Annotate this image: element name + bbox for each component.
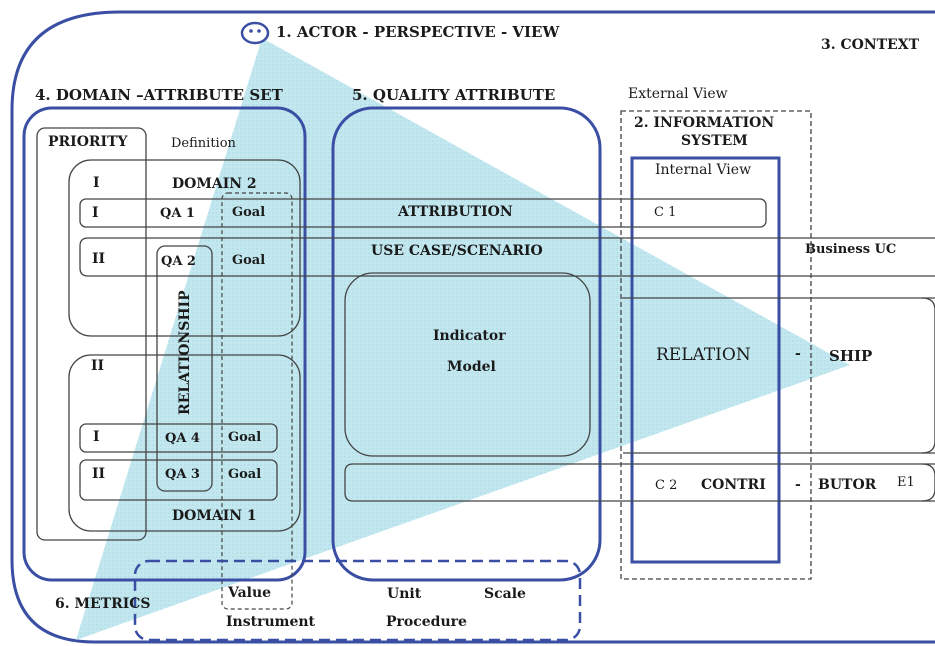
relation-row-end xyxy=(921,297,935,454)
priority-label: PRIORITY xyxy=(46,134,130,150)
qa4-goal: Goal xyxy=(228,430,262,445)
metrics-title: 6. METRICS xyxy=(55,596,151,612)
domain-attribute-set-title: 4. DOMAIN –ATTRIBUTE SET xyxy=(35,86,283,104)
qa3-label: QA 3 xyxy=(165,467,200,482)
contributor-dash: - xyxy=(795,477,801,493)
information-system-title-line2: SYSTEM xyxy=(681,133,748,149)
instrument-label: Instrument xyxy=(226,614,315,630)
domain2-title: DOMAIN 2 xyxy=(172,176,257,192)
qa4-priority: I xyxy=(93,429,100,445)
use-case-row xyxy=(79,237,935,277)
attribution-label: ATTRIBUTION xyxy=(398,204,513,220)
relation-row xyxy=(622,297,935,454)
contributor-row-end xyxy=(921,463,935,502)
unit-label: Unit xyxy=(387,586,422,602)
domain1-title: DOMAIN 1 xyxy=(172,508,257,524)
value-label: Value xyxy=(228,585,272,601)
priority-box xyxy=(36,127,147,541)
domain2-box xyxy=(68,159,301,337)
quality-attribute-frame xyxy=(331,106,602,582)
domain1-box xyxy=(68,354,301,532)
definition-label: Definition xyxy=(171,136,236,151)
qa2-priority: II xyxy=(92,251,106,267)
qa1-label: QA 1 xyxy=(160,206,195,221)
internal-view-label: Internal View xyxy=(655,162,752,178)
context-label: 3. CONTEXT xyxy=(821,37,919,53)
qa4-label: QA 4 xyxy=(165,431,200,446)
information-system-title-line1: 2. INFORMATION xyxy=(634,115,775,131)
indicator-label: Indicator xyxy=(433,328,506,344)
contributor-row xyxy=(344,463,935,502)
context-frame xyxy=(10,10,935,644)
qa1-goal: Goal xyxy=(232,205,266,220)
qa3-goal: Goal xyxy=(228,467,262,482)
goal-column-dashed xyxy=(221,192,293,610)
c2-label: C 2 xyxy=(655,478,678,493)
qa1-priority: I xyxy=(92,205,99,221)
c1-label: C 1 xyxy=(654,205,677,220)
relation-label: RELATION xyxy=(656,345,751,365)
internal-view-box xyxy=(630,156,781,564)
relationship-label: RELATIONSHIP xyxy=(177,290,193,415)
scale-label: Scale xyxy=(484,586,526,602)
qa3-priority: II xyxy=(92,466,106,482)
relation-dash: - xyxy=(795,346,801,362)
domain1-priority: II xyxy=(91,358,105,374)
model-label: Model xyxy=(447,359,496,375)
relationship-box xyxy=(156,245,213,492)
indicator-model-box xyxy=(344,272,591,457)
e1-label: E1 xyxy=(897,475,915,490)
information-system-frame xyxy=(620,110,812,580)
business-uc-label: Business UC xyxy=(805,242,897,257)
metrics-frame xyxy=(133,559,582,642)
attribution-row xyxy=(79,198,767,228)
actor-perspective-view-label: 1. ACTOR - PERSPECTIVE - VIEW xyxy=(276,23,560,41)
qa4-row xyxy=(79,423,278,453)
ship-label: SHIP xyxy=(829,347,873,365)
external-view-label: External View xyxy=(628,86,728,102)
butor-label: BUTOR xyxy=(818,477,877,493)
use-case-scenario-label: USE CASE/SCENARIO xyxy=(371,243,543,259)
contri-label: CONTRI xyxy=(701,477,766,493)
actor-perspective-triangle xyxy=(76,38,850,640)
domain2-priority: I xyxy=(93,175,100,191)
smiley-face-icon xyxy=(240,21,270,45)
quality-attribute-title: 5. QUALITY ATTRIBUTE xyxy=(352,86,556,104)
qa2-label: QA 2 xyxy=(161,254,196,269)
qa2-goal: Goal xyxy=(232,253,266,268)
procedure-label: Procedure xyxy=(386,614,467,630)
qa3-row xyxy=(79,459,278,501)
domain-attribute-set-frame xyxy=(22,106,307,582)
